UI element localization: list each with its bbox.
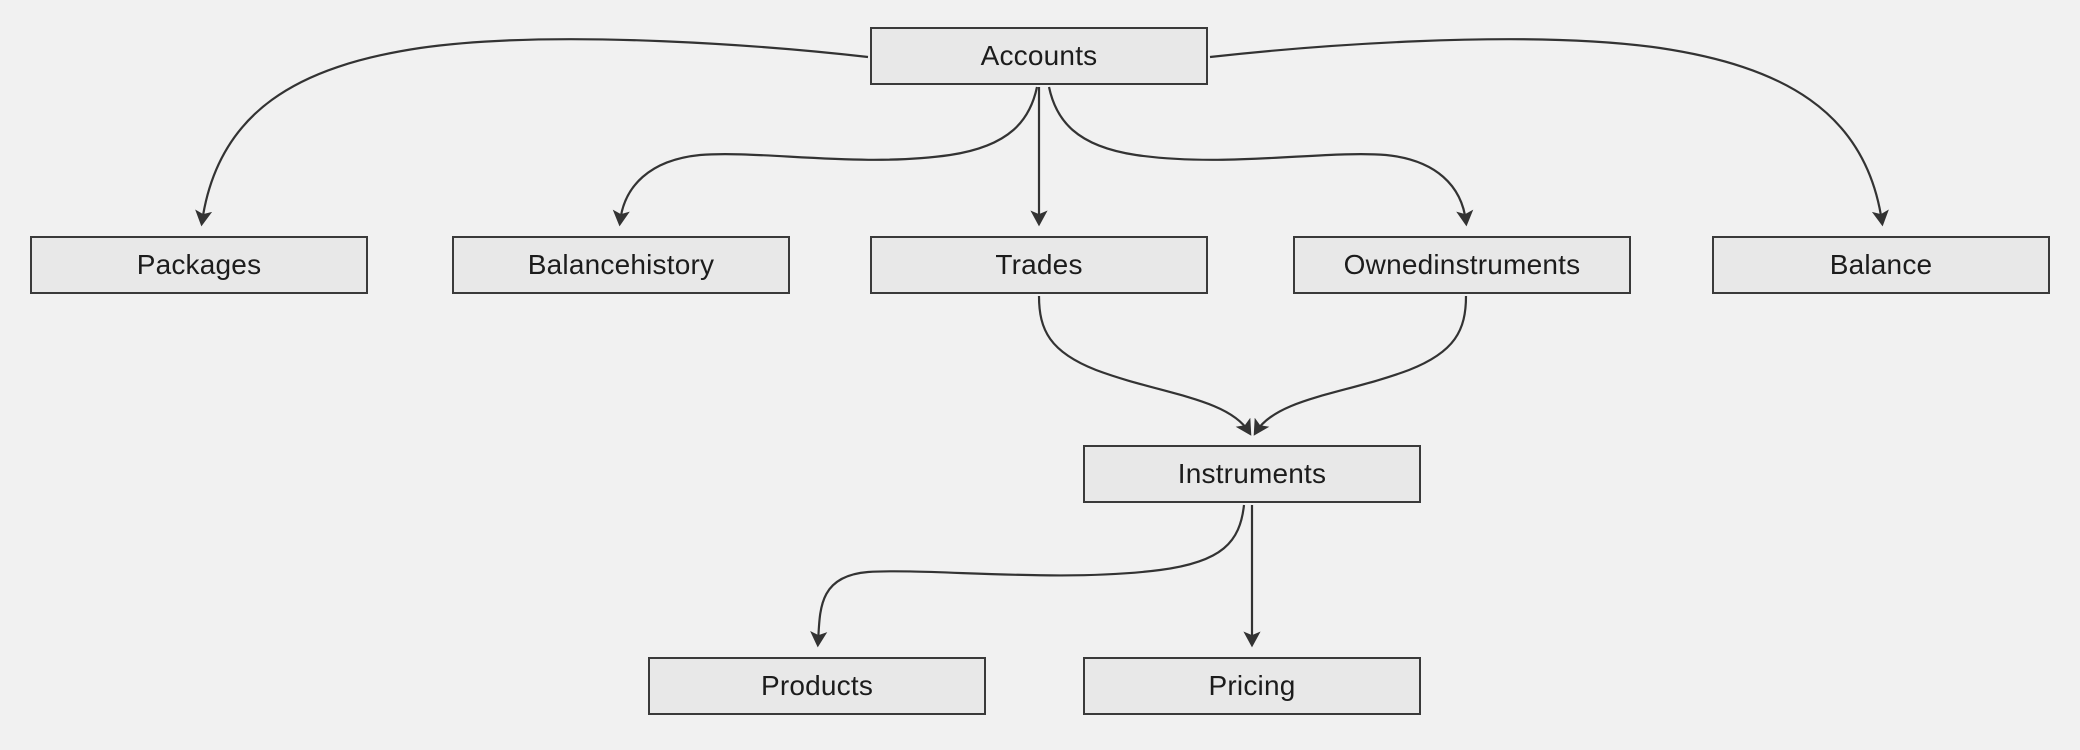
edge-ownedinstruments-instruments xyxy=(1253,295,1468,436)
node-ownedinstruments[interactable]: Ownedinstruments xyxy=(1293,236,1631,294)
edge-trades-instruments xyxy=(1037,295,1252,436)
node-label-balancehistory: Balancehistory xyxy=(527,249,715,280)
edge-accounts-packages xyxy=(195,38,869,227)
node-instruments[interactable]: Instruments xyxy=(1083,445,1421,503)
node-label-balance: Balance xyxy=(1829,249,1933,280)
edge-instruments-products xyxy=(810,504,1246,648)
node-products[interactable]: Products xyxy=(648,657,986,715)
node-pricing[interactable]: Pricing xyxy=(1083,657,1421,715)
edge-accounts-balance xyxy=(1209,38,1889,227)
node-label-instruments: Instruments xyxy=(1177,458,1327,489)
node-accounts[interactable]: Accounts xyxy=(870,27,1208,85)
edges-group xyxy=(195,38,1889,648)
node-label-trades: Trades xyxy=(995,249,1083,280)
edge-accounts-balancehistory xyxy=(612,86,1039,227)
node-balancehistory[interactable]: Balancehistory xyxy=(452,236,790,294)
node-label-products: Products xyxy=(760,670,874,701)
node-trades[interactable]: Trades xyxy=(870,236,1208,294)
node-label-ownedinstruments: Ownedinstruments xyxy=(1343,249,1581,280)
node-label-packages: Packages xyxy=(136,249,262,280)
node-label-pricing: Pricing xyxy=(1208,670,1296,701)
node-packages[interactable]: Packages xyxy=(30,236,368,294)
edge-accounts-ownedinstruments xyxy=(1047,86,1474,227)
node-balance[interactable]: Balance xyxy=(1712,236,2050,294)
node-label-accounts: Accounts xyxy=(980,40,1098,71)
